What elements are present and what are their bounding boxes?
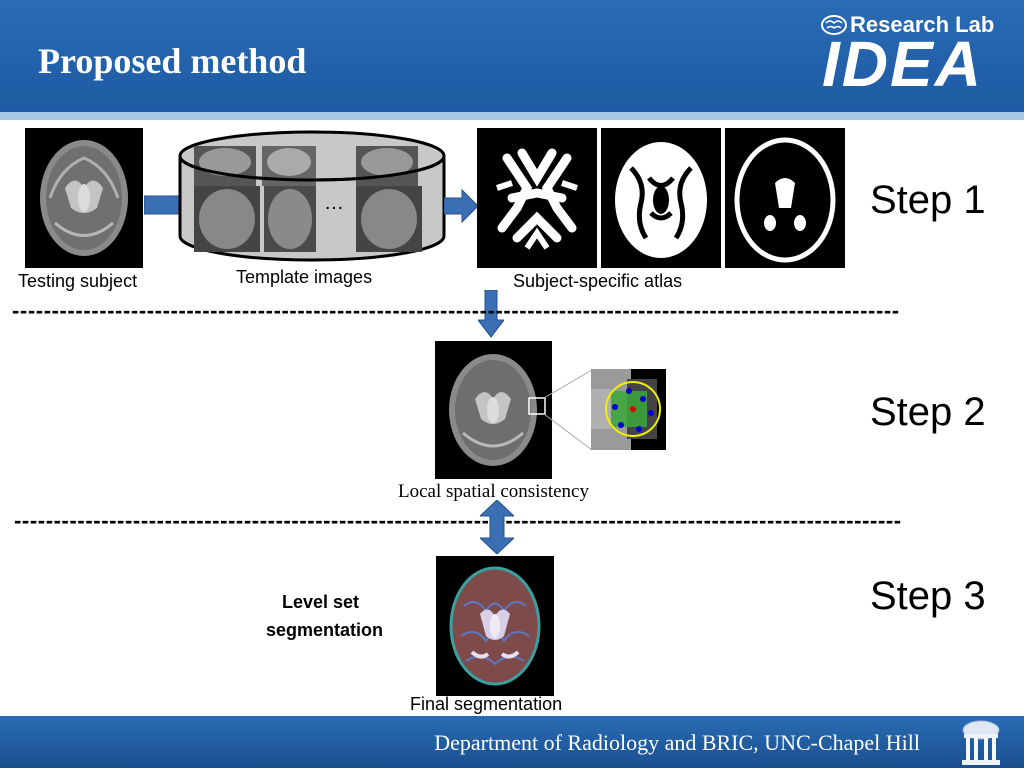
separator-line: ----------------------------------------… [14,508,902,533]
slide-title: Proposed method [38,41,307,81]
template-images-cylinder [178,130,446,262]
atlas-image-white-matter [477,128,597,268]
ellipsis-label: … [324,192,344,214]
step-1-label: Step 1 [870,178,986,222]
zoom-connector-lines [544,369,593,451]
arrow-down-icon [478,290,504,338]
header-stripe [0,112,1024,120]
logo-wordmark: IDEA [822,28,983,100]
header-bar [0,0,1024,112]
brain-icon [821,15,847,35]
level-set-label-line2: segmentation [266,620,384,640]
university-logo-icon [962,720,1000,765]
template-images-label: Template images [236,267,373,287]
footer-text: Department of Radiology and BRIC, UNC-Ch… [434,730,920,755]
final-segmentation-image [436,556,554,696]
step-3-label: Step 3 [870,574,986,618]
zoomed-patch-image [591,369,666,450]
separator-line: ----------------------------------------… [12,298,900,323]
footer-bar: Department of Radiology and BRIC, UNC-Ch… [0,716,1024,768]
local-consistency-caption: Local spatial consistency [398,481,589,502]
logo-subtitle: Research Lab [850,12,995,37]
atlas-image-gray-matter [601,128,721,268]
atlas-label: Subject-specific atlas [513,271,683,291]
arrow-right-icon [444,188,479,224]
arrow-right-icon [144,195,182,215]
double-arrow-icon [480,500,514,554]
step-2-label: Step 2 [870,390,986,434]
local-consistency-image [435,341,552,479]
testing-subject-image [25,128,143,268]
final-segmentation-caption: Final segmentation [410,694,563,714]
testing-subject-label: Testing subject [18,271,138,291]
atlas-image-csf [725,128,845,268]
level-set-label-line1: Level set [282,592,360,612]
